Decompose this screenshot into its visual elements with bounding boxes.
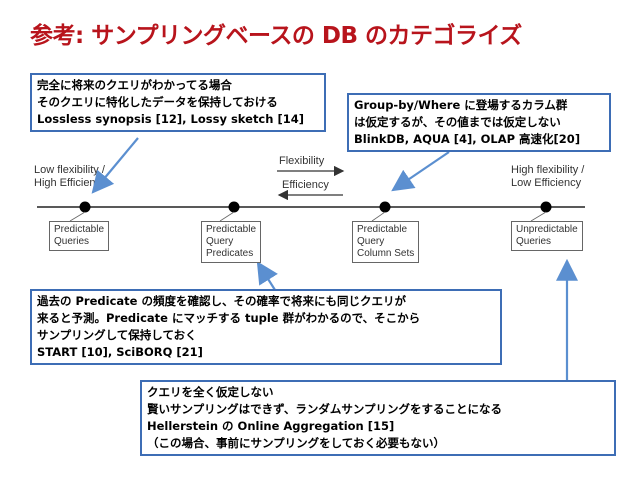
callout-line: 過去の Predicate の頻度を確認し、その確率で将来にも同じクエリが bbox=[37, 294, 406, 308]
pointer-top-right bbox=[391, 151, 450, 192]
callout-line: Group-by/Where に登場するカラム群 bbox=[354, 98, 568, 112]
point-box-line: Query bbox=[206, 236, 234, 247]
callout-predictable-column-sets: Group-by/Where に登場するカラム群 は仮定するが、その値までは仮定… bbox=[347, 93, 611, 152]
page-title: 参考: サンプリングベースの DB のカテゴライズ bbox=[30, 23, 522, 49]
point-box-predictable-query-column-sets: Predictable Query Column Sets bbox=[352, 221, 420, 263]
callout-predictable-predicates: 過去の Predicate の頻度を確認し、その確率で将来にも同じクエリが 来る… bbox=[30, 289, 502, 365]
callout-line: （この場合、事前にサンプリングをしておく必要もない） bbox=[147, 436, 445, 450]
high-flexibility-label-line-1: High flexibility / bbox=[511, 164, 585, 176]
callout-line: 賢いサンプリングはできず、ランダムサンプリングをすることになる bbox=[147, 402, 503, 416]
point-box-predictable-query-predicates: Predictable Query Predicates bbox=[201, 221, 262, 263]
efficiency-arrow-label: Efficiency bbox=[282, 179, 329, 191]
point-box-predictable-queries: Predictable Queries bbox=[49, 221, 110, 251]
high-flexibility-label-line-2: Low Efficiency bbox=[511, 177, 582, 189]
point-box-line: Predictable bbox=[206, 224, 257, 235]
axis-point-3 bbox=[379, 201, 391, 213]
callout-line: Hellerstein の Online Aggregation [15] bbox=[147, 419, 395, 433]
point-box-line: Unpredictable bbox=[516, 224, 578, 235]
high-flexibility-label: High flexibility / Low Efficiency bbox=[511, 164, 584, 190]
callout-line: Lossless synopsis [12], Lossy sketch [14… bbox=[37, 112, 304, 126]
low-flexibility-label-line-1: Low flexibility / bbox=[34, 164, 105, 176]
axis-point-4 bbox=[540, 201, 552, 213]
flexibility-arrow-label: Flexibility bbox=[279, 155, 325, 167]
callout-line: は仮定するが、その値までは仮定しない bbox=[354, 115, 561, 129]
point-box-line: Queries bbox=[516, 236, 552, 247]
point-box-line: Predictable bbox=[357, 224, 408, 235]
pointer-middle bbox=[256, 261, 278, 291]
callout-line: クエリを全く仮定しない bbox=[147, 385, 274, 399]
low-flexibility-label-line-2: High Efficiency bbox=[34, 177, 107, 189]
callout-line: そのクエリに特化したデータを保持しておける bbox=[37, 95, 278, 109]
point-box-line: Query bbox=[357, 236, 385, 247]
callout-line: START [10], SciBORQ [21] bbox=[37, 345, 203, 359]
callout-predictable-queries: 完全に将来のクエリがわかってる場合 そのクエリに特化したデータを保持しておける … bbox=[30, 73, 326, 132]
point-box-line: Queries bbox=[54, 236, 90, 247]
point-box-unpredictable-queries: Unpredictable Queries bbox=[511, 221, 583, 251]
axis-point-1 bbox=[79, 201, 91, 213]
point-box-line: Column Sets bbox=[357, 248, 415, 259]
callout-line: 来ると予測。Predicate にマッチする tuple 群がわかるので、そこか… bbox=[37, 311, 421, 325]
point-box-line: Predicates bbox=[206, 248, 254, 259]
pointer-top-left bbox=[91, 137, 139, 194]
callout-unpredictable-queries: クエリを全く仮定しない 賢いサンプリングはできず、ランダムサンプリングをすること… bbox=[140, 380, 616, 456]
axis-point-2 bbox=[228, 201, 240, 213]
callout-line: BlinkDB, AQUA [4], OLAP 高速化[20] bbox=[354, 132, 581, 146]
point-box-line: Predictable bbox=[54, 224, 105, 235]
low-flexibility-label: Low flexibility / High Efficiency bbox=[34, 164, 107, 190]
callout-line: 完全に将来のクエリがわかってる場合 bbox=[37, 78, 232, 92]
callout-line: サンプリングして保持しておく bbox=[37, 328, 197, 342]
